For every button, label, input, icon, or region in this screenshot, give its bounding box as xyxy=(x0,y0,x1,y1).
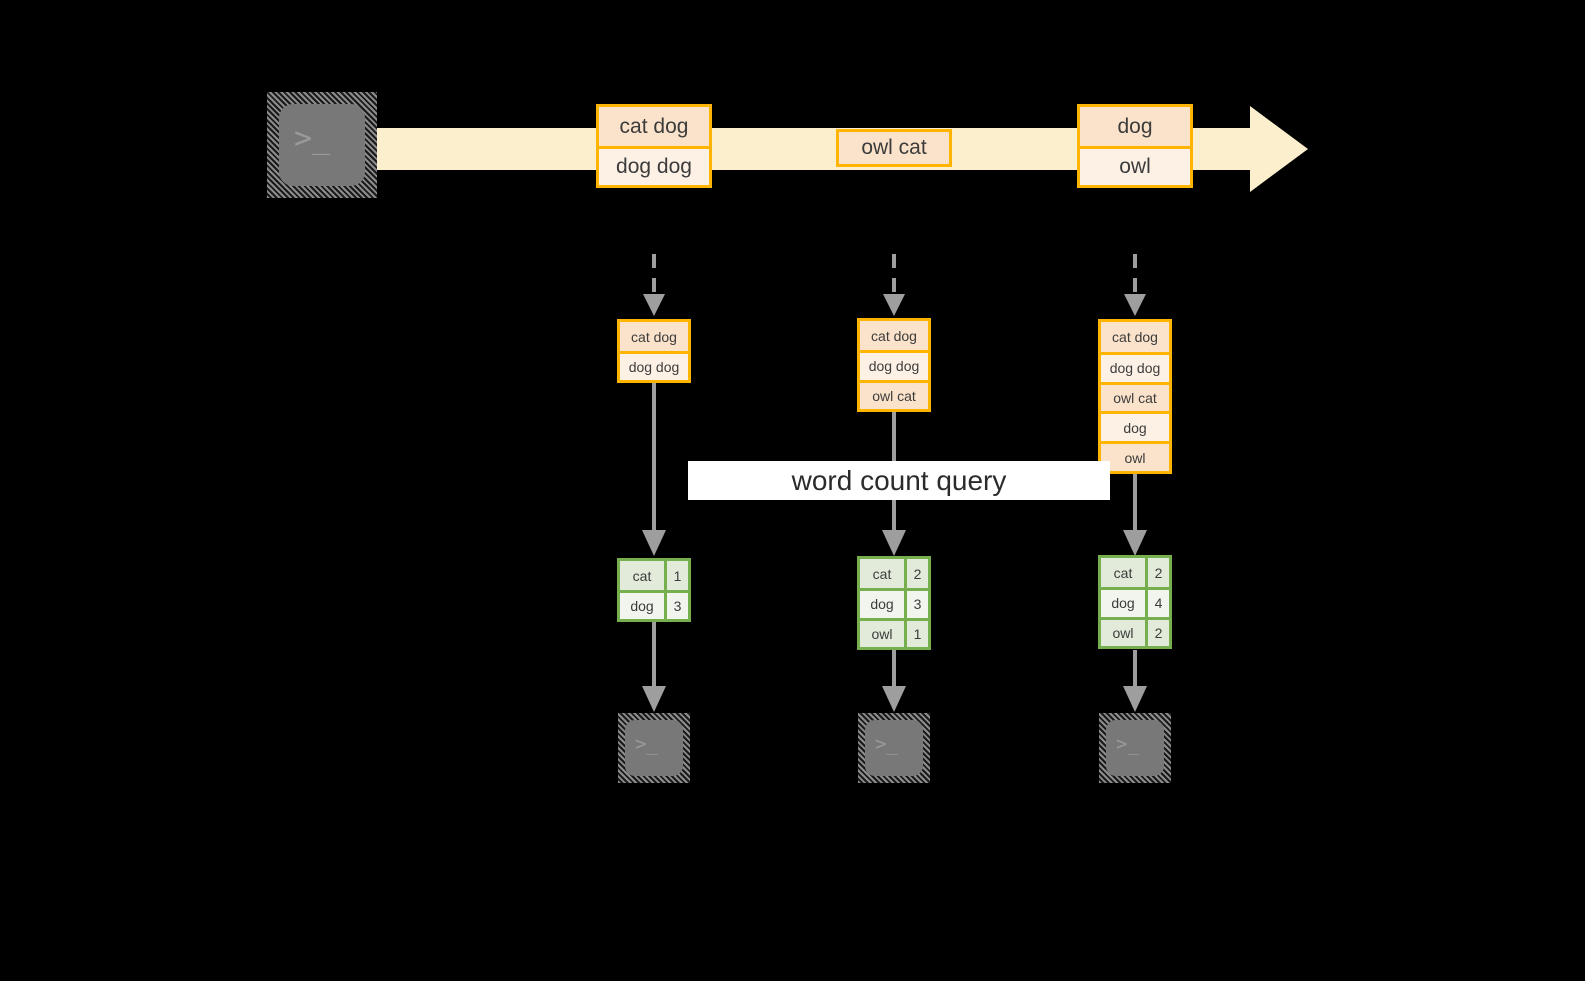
input-line: owl cat xyxy=(1101,381,1169,412)
input-line: owl xyxy=(1101,441,1169,471)
sink-connector-stage-1 xyxy=(634,620,674,721)
query-label-band: word count query xyxy=(688,461,1110,500)
dashed-connector-stage-2 xyxy=(874,254,914,327)
result-word: cat xyxy=(860,559,904,589)
result-table-stage-1: cat 1 dog 3 xyxy=(617,558,691,622)
input-line: cat dog xyxy=(620,322,688,351)
result-row: owl 1 xyxy=(860,617,928,647)
input-line: dog dog xyxy=(1101,351,1169,382)
result-word: dog xyxy=(860,591,904,618)
terminal-body xyxy=(625,720,683,776)
result-row: dog 3 xyxy=(620,590,688,619)
result-count: 2 xyxy=(1145,558,1169,588)
sink-terminal-icon-stage-3: >_ xyxy=(1099,713,1171,783)
result-count: 3 xyxy=(664,593,688,619)
result-count: 1 xyxy=(904,620,928,647)
sink-connector-stage-2 xyxy=(874,650,914,721)
dashed-connector-stage-1 xyxy=(634,254,674,327)
result-row: dog 3 xyxy=(860,588,928,618)
terminal-prompt-glyph: >_ xyxy=(294,121,331,156)
stream-arrow xyxy=(360,104,1310,199)
stream-record-line: owl cat xyxy=(839,132,949,164)
stream-record-batch-1: cat dog dog dog xyxy=(596,104,712,188)
result-row: cat 2 xyxy=(860,559,928,589)
stream-record-line: dog dog xyxy=(599,146,709,185)
solid-connector-stage-1 xyxy=(634,382,674,565)
solid-connector-stage-3 xyxy=(1115,474,1155,565)
input-line: cat dog xyxy=(860,321,928,351)
result-word: cat xyxy=(1101,558,1145,588)
sink-terminal-icon-stage-2: >_ xyxy=(858,713,930,783)
accumulated-input-stage-2: cat dog dog dog owl cat xyxy=(857,318,931,412)
stream-record-batch-3: dog owl xyxy=(1077,104,1193,188)
result-count: 2 xyxy=(1145,619,1169,646)
input-line: dog xyxy=(1101,411,1169,442)
result-row: owl 2 xyxy=(1101,616,1169,646)
result-word: owl xyxy=(1101,619,1145,646)
terminal-body xyxy=(865,720,923,776)
result-count: 2 xyxy=(904,559,928,589)
sink-terminal-icon-stage-1: >_ xyxy=(618,713,690,783)
accumulated-input-stage-3: cat dog dog dog owl cat dog owl xyxy=(1098,319,1172,474)
result-count: 3 xyxy=(904,591,928,618)
result-row: cat 2 xyxy=(1101,558,1169,588)
input-line: dog dog xyxy=(860,350,928,380)
result-count: 1 xyxy=(664,561,688,590)
result-table-stage-2: cat 2 dog 3 owl 1 xyxy=(857,556,931,650)
input-line: cat dog xyxy=(1101,322,1169,352)
input-line: dog dog xyxy=(620,351,688,380)
terminal-prompt-glyph: >_ xyxy=(1116,733,1139,755)
result-word: cat xyxy=(620,561,664,590)
stream-record-line: cat dog xyxy=(599,107,709,146)
source-terminal-icon: >_ xyxy=(267,92,377,198)
terminal-body xyxy=(1106,720,1164,776)
terminal-prompt-glyph: >_ xyxy=(875,733,898,755)
result-word: owl xyxy=(860,620,904,647)
result-count: 4 xyxy=(1145,590,1169,617)
input-line: owl cat xyxy=(860,379,928,409)
terminal-prompt-glyph: >_ xyxy=(635,733,658,755)
result-row: dog 4 xyxy=(1101,587,1169,617)
dashed-connector-stage-3 xyxy=(1115,254,1155,327)
stream-record-line: owl xyxy=(1080,146,1190,185)
terminal-body xyxy=(279,104,365,186)
result-row: cat 1 xyxy=(620,561,688,590)
result-word: dog xyxy=(620,593,664,619)
stream-record-line: dog xyxy=(1080,107,1190,146)
result-table-stage-3: cat 2 dog 4 owl 2 xyxy=(1098,555,1172,649)
stream-record-batch-2: owl cat xyxy=(836,129,952,167)
sink-connector-stage-3 xyxy=(1115,650,1155,721)
result-word: dog xyxy=(1101,590,1145,617)
accumulated-input-stage-1: cat dog dog dog xyxy=(617,319,691,383)
query-label: word count query xyxy=(791,464,1007,496)
